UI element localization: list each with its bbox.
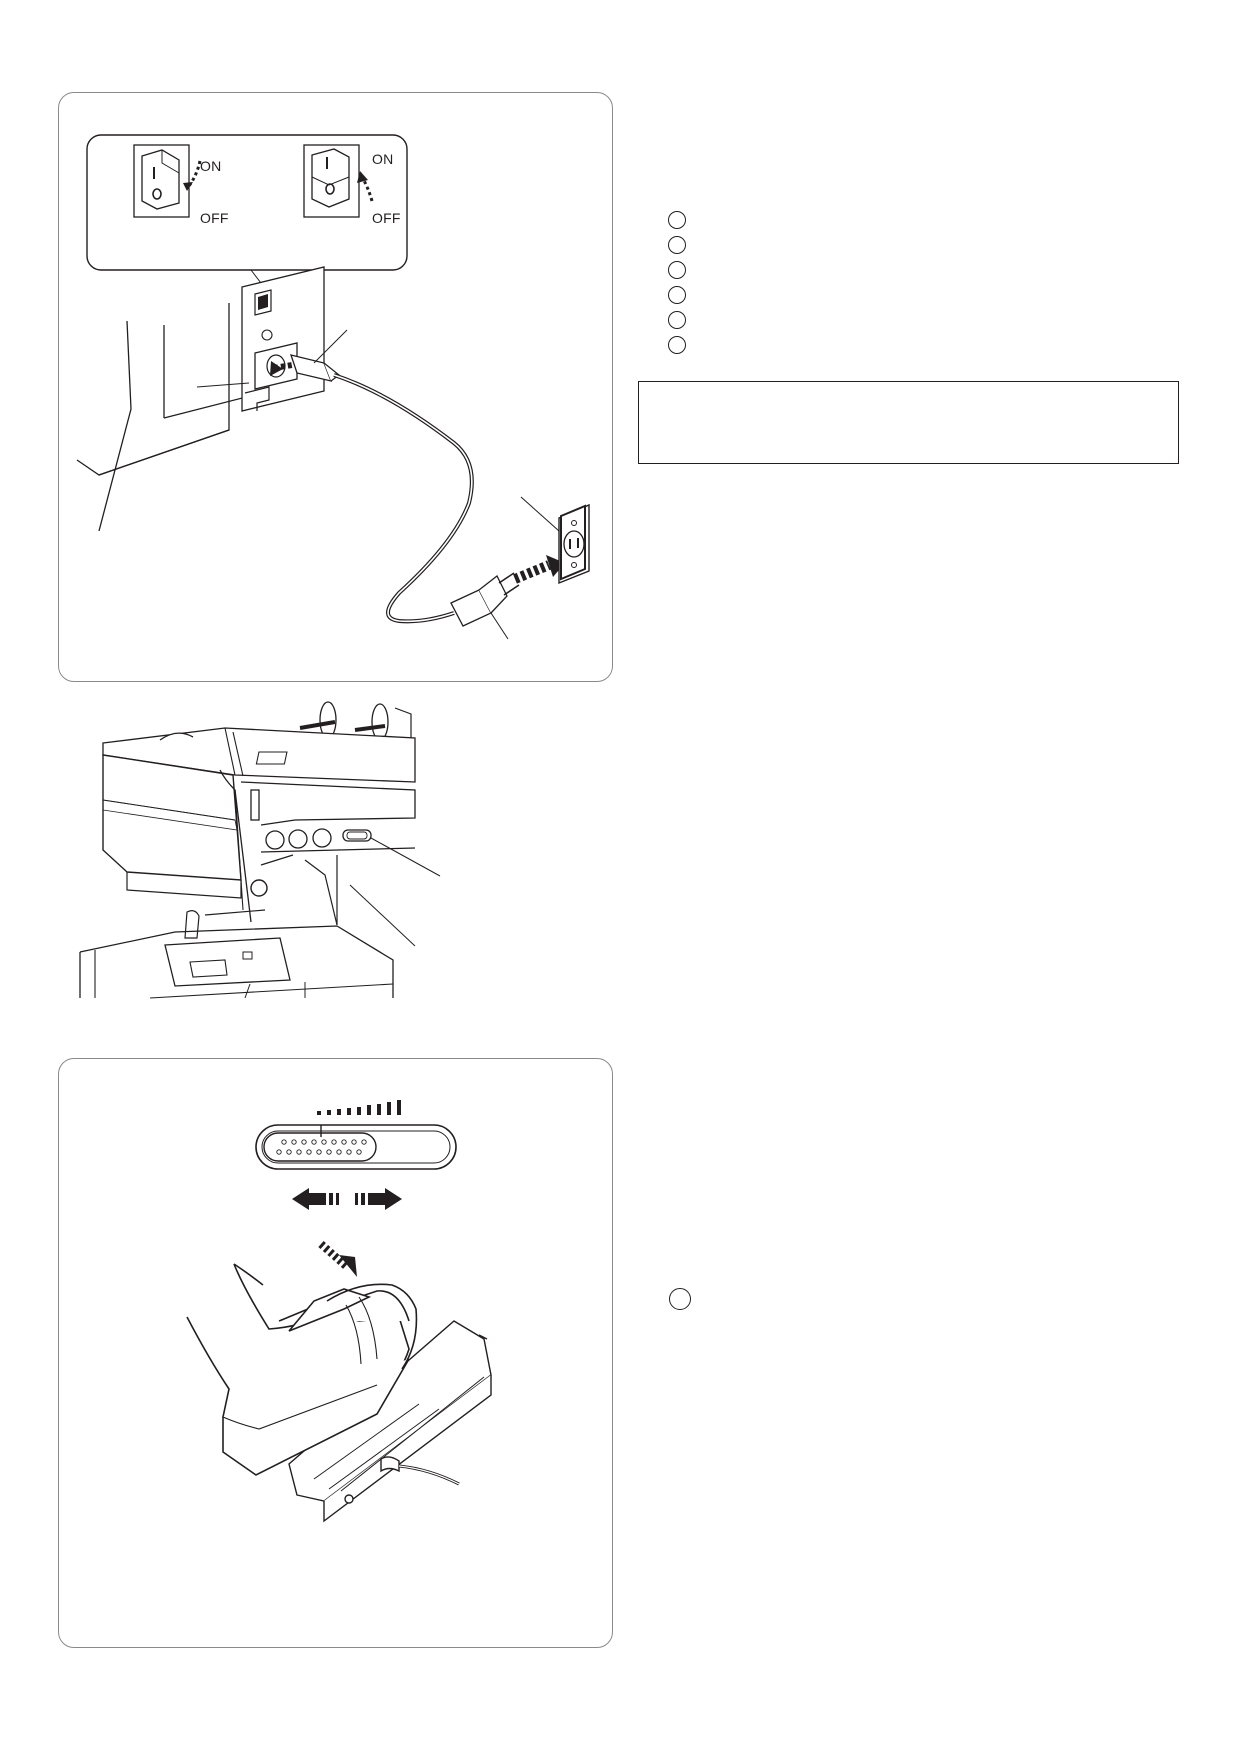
reference-marker	[668, 336, 686, 354]
speed-slider	[255, 1124, 457, 1170]
press-down-arrow-icon	[318, 1241, 357, 1277]
reference-marker	[669, 1288, 691, 1310]
power-connection-panel: ON OFF ON OFF	[58, 92, 613, 682]
slide-right-arrow-icon	[355, 1188, 402, 1210]
warning-box	[638, 381, 1179, 464]
power-switch-off-icon	[303, 144, 374, 218]
power-connection-illustration	[76, 134, 590, 640]
switch-right-off-label: OFF	[372, 210, 401, 226]
machine-head-illustration	[79, 701, 441, 999]
reference-marker	[668, 261, 686, 279]
switch-right-on-label: ON	[372, 151, 394, 167]
foot-control-pedal-illustration	[288, 1320, 492, 1523]
reference-marker-list	[668, 211, 686, 361]
foot-control-panel	[58, 1058, 613, 1648]
switch-left-on-label: ON	[200, 158, 222, 174]
reference-marker	[668, 286, 686, 304]
slide-left-arrow-icon	[292, 1188, 339, 1210]
reference-marker	[668, 311, 686, 329]
switch-left-off-label: OFF	[200, 210, 229, 226]
reference-marker	[668, 236, 686, 254]
foot-pressing-pedal-illustration	[186, 1263, 418, 1476]
power-switch-on-icon	[133, 144, 202, 218]
speed-and-foot-control-illustration	[186, 1100, 492, 1523]
speed-scale-ticks	[317, 1100, 401, 1115]
reference-marker	[668, 211, 686, 229]
